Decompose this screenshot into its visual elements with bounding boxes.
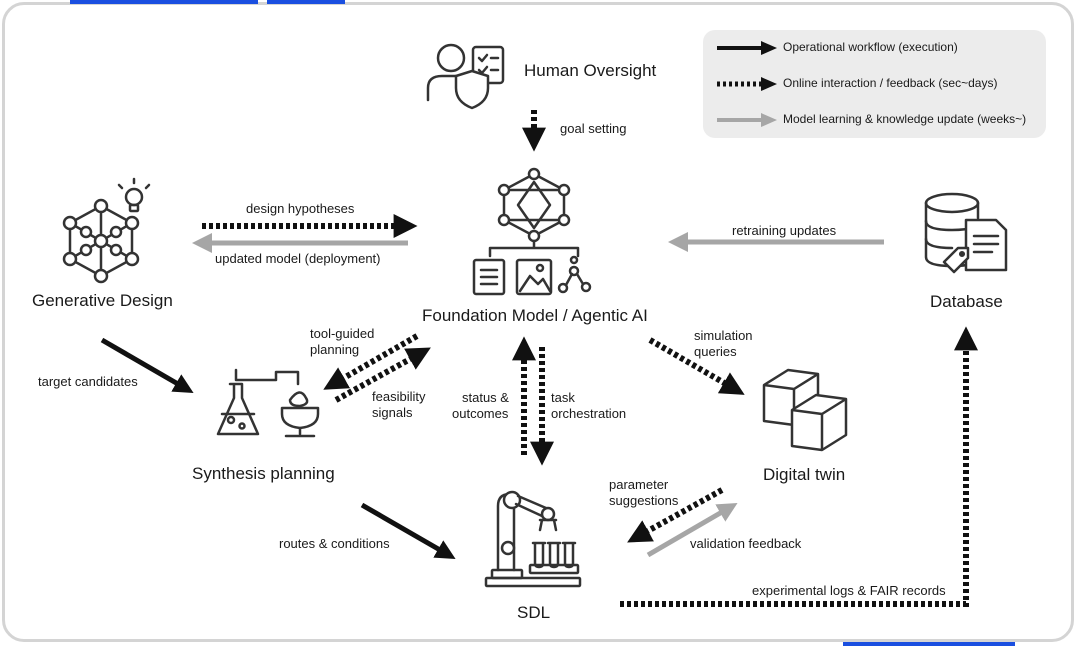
label-simulation-2: queries [694, 344, 737, 359]
label-parameter-2: suggestions [609, 493, 679, 508]
label-parameter-1: parameter [609, 477, 669, 492]
legend-operational-label: Operational workflow (execution) [783, 40, 958, 54]
node-database: Database [930, 292, 1003, 311]
label-tool-guided-2: planning [310, 342, 360, 357]
foundation-model-icon [472, 167, 592, 296]
label-target-candidates: target candidates [38, 374, 138, 389]
label-task-1: task [551, 390, 575, 405]
arrow-simulation-queries [648, 337, 745, 395]
label-validation-feedback: validation feedback [690, 536, 802, 551]
node-sdl: SDL [517, 603, 551, 622]
legend-learning: Model learning & knowledge update (weeks… [703, 110, 1046, 130]
node-synthesis-planning: Synthesis planning [192, 464, 335, 483]
accent-bar-top-left [70, 0, 258, 4]
legend-operational: Operational workflow (execution) [703, 38, 1046, 58]
synthesis-flask-icon [216, 368, 320, 438]
node-digital-twin: Digital twin [763, 465, 846, 484]
gray-arrow-icon [717, 113, 777, 127]
arrow-parameter-suggestions [627, 487, 724, 543]
robot-arm-icon [484, 490, 582, 588]
label-status-2: outcomes [452, 406, 509, 421]
node-foundation-model: Foundation Model / Agentic AI [422, 306, 648, 325]
legend-online: Online interaction / feedback (sec~days) [703, 74, 1046, 94]
database-document-icon [924, 192, 1008, 274]
node-generative-design: Generative Design [32, 291, 173, 310]
arrow-experimental-logs [620, 326, 978, 607]
arrow-feasibility-signals [334, 347, 431, 403]
human-oversight-icon [426, 43, 505, 110]
label-retraining-updates: retraining updates [732, 223, 837, 238]
network-lightbulb-icon [62, 177, 151, 284]
label-feasibility-1: feasibility [372, 389, 426, 404]
node-human-oversight: Human Oversight [524, 61, 657, 80]
label-feasibility-2: signals [372, 405, 413, 420]
arrow-target-candidates [100, 337, 194, 394]
label-task-2: orchestration [551, 406, 627, 421]
label-status-1: status & [462, 390, 509, 405]
digital-twin-cubes-icon [762, 368, 848, 452]
dotted-arrow-icon [717, 77, 777, 91]
legend-learning-label: Model learning & knowledge update (weeks… [783, 112, 1027, 126]
label-routes-conditions: routes & conditions [279, 536, 390, 551]
label-updated-model: updated model (deployment) [215, 251, 381, 266]
arrow-validation-feedback [646, 502, 738, 558]
arrow-routes-conditions [360, 502, 456, 559]
legend: Operational workflow (execution) Online … [703, 30, 1046, 138]
legend-online-label: Online interaction / feedback (sec~days) [783, 76, 998, 90]
solid-arrow-icon [717, 41, 777, 55]
label-experimental-logs: experimental logs & FAIR records [752, 583, 946, 598]
arrow-tool-guided-planning [323, 333, 419, 390]
label-design-hypotheses: design hypotheses [246, 201, 355, 216]
accent-bar-top-mid [267, 0, 345, 4]
label-goal-setting: goal setting [560, 121, 627, 136]
accent-bar-bottom [843, 642, 1015, 646]
label-simulation-1: simulation [694, 328, 753, 343]
label-tool-guided-1: tool-guided [310, 326, 375, 341]
